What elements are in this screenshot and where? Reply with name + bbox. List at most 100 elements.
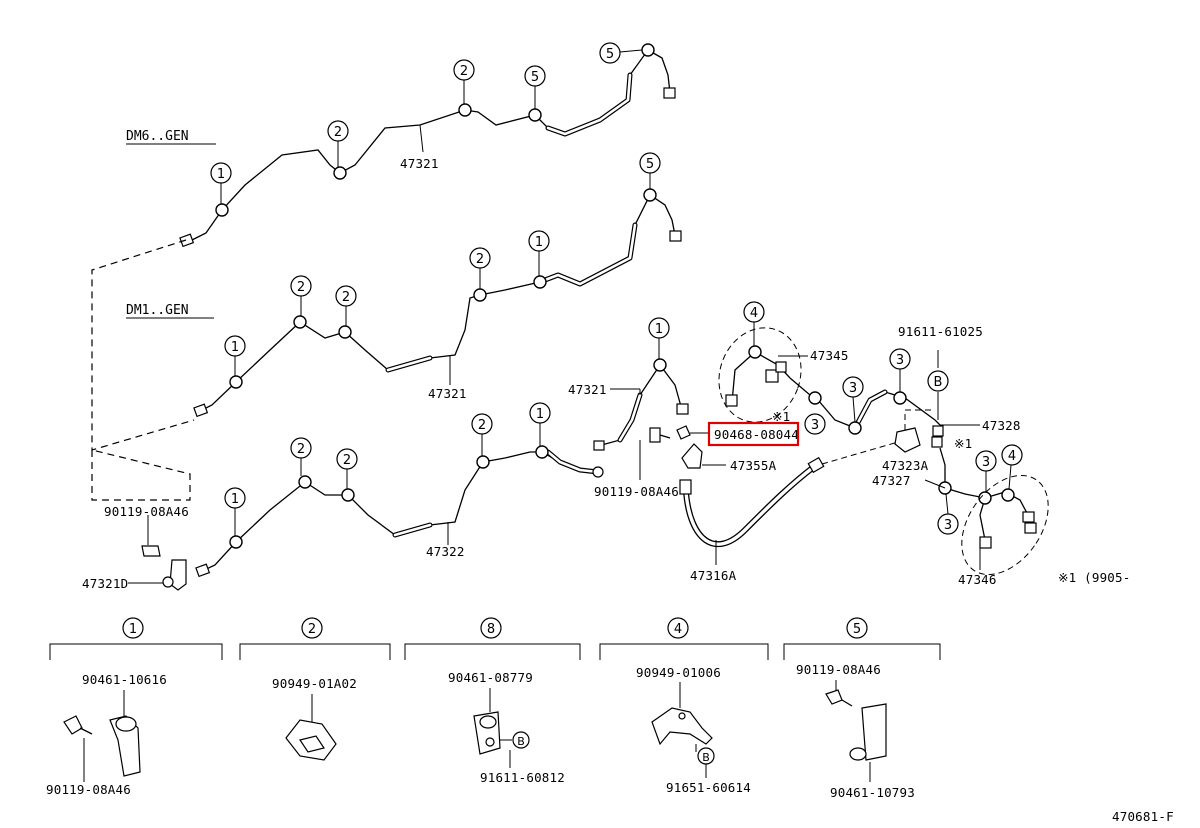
svg-text:3: 3 [944,518,952,533]
callout-badge: 1 [210,162,232,204]
line-47321-center [593,358,689,451]
label-dm6-gen: DM6..GEN [126,129,189,144]
part-number: 47345 [810,348,849,363]
svg-text:2: 2 [342,290,350,305]
note-date-range: ※1 (9905- [1058,570,1161,585]
svg-text:90461-10793: 90461-10793 [830,785,915,800]
svg-text:4: 4 [674,622,682,637]
svg-text:5: 5 [853,622,861,637]
svg-text:2: 2 [343,453,351,468]
legend-group-1: 1 90461-10616 90119-08A46 [46,617,223,797]
part-number: 47327 [872,473,911,488]
callout-badge: 2 [327,120,349,167]
callout-badge: 1 [529,402,551,446]
svg-text:1: 1 [536,407,544,422]
part-number: 47321 [400,156,439,171]
part-number: 91611-61025 [898,324,983,339]
legend-group-2: 2 90949-01A02 [239,617,391,761]
callout-badge: 5 [524,65,546,109]
label-dm1-gen: DM1..GEN [126,303,189,318]
callout-badge: 3 [937,493,959,535]
svg-text:90949-01A02: 90949-01A02 [272,676,357,691]
svg-text:91651-60614: 91651-60614 [666,780,751,795]
part-labels: DM6..GEN DM1..GEN 47321 47321 47321 4732… [82,129,1161,591]
callout-badge: 5 [639,152,661,189]
tee-47323a [894,350,944,453]
svg-text:91611-60812: 91611-60812 [480,770,565,785]
legend-group-3: 8 90461-08779 B 91611-60812 [404,617,581,785]
dm1-nodes [193,188,682,418]
svg-text:1: 1 [231,340,239,355]
bracket-47321d [128,515,187,591]
part-number: 47322 [426,544,465,559]
brake-line-dm6 [126,49,671,243]
svg-text:1: 1 [655,322,663,337]
svg-text:2: 2 [334,125,342,140]
svg-text:5: 5 [606,47,614,62]
part-number: 90119-08A46 [594,484,679,499]
callout-badge: 3 [842,376,864,423]
hose-47316a [679,456,825,565]
svg-text:3: 3 [896,353,904,368]
callout-badge: 3 [975,450,997,492]
callout-badge: 1 [224,335,246,376]
part-number-highlighted: 90468-08044 [714,427,799,442]
callout-badge: 2 [469,247,491,289]
callout-badge: 2 [453,59,475,104]
brake-line-47322 [199,449,601,573]
svg-text:1: 1 [129,622,137,637]
callout-badge: 2 [335,285,357,326]
legend-group-5: 5 90119-08A46 90461-10793 [783,617,941,800]
drawing-number: 470681-F [1112,809,1174,824]
svg-text:4: 4 [750,306,758,321]
svg-text:90461-10616: 90461-10616 [82,672,167,687]
svg-text:1: 1 [535,235,543,250]
part-number: 47328 [982,418,1021,433]
svg-text:4: 4 [1008,449,1016,464]
callout-badge: 5 [599,42,643,64]
dashed-guide-lower [91,449,191,501]
svg-text:3: 3 [982,455,990,470]
callout-badge: 1 [528,230,550,276]
svg-text:B: B [702,751,710,764]
part-number: 47316A [690,568,737,583]
note-mark: ※1 [954,436,972,451]
brake-line-dm1 [126,194,676,413]
part-number: 47346 [958,572,997,587]
part-number: 47355A [730,458,777,473]
part-number: 47323A [882,458,929,473]
svg-text:1: 1 [231,492,239,507]
svg-text:90949-01006: 90949-01006 [636,665,721,680]
callout-badge: 3 [889,348,911,392]
svg-text:2: 2 [297,442,305,457]
svg-text:2: 2 [308,622,316,637]
svg-text:B: B [934,375,943,390]
line-47345 [718,327,980,435]
svg-text:5: 5 [646,157,654,172]
bolt-90119-center [639,427,671,480]
callout-badge: 2 [290,437,312,476]
dashed-guide-right [821,439,906,465]
svg-text:1: 1 [217,167,225,182]
svg-text:5: 5 [531,70,539,85]
line-47327 [924,447,1049,576]
callout-badge: 1 [224,487,246,536]
svg-text:B: B [517,735,525,748]
callout-badge: B [927,370,949,392]
svg-text:8: 8 [487,622,495,637]
svg-text:2: 2 [297,280,305,295]
callout-badge: 4 [1001,444,1023,490]
svg-text:2: 2 [460,64,468,79]
part-number: 90119-08A46 [104,504,189,519]
svg-text:90461-08779: 90461-08779 [448,670,533,685]
dm6-nodes [179,43,676,248]
callout-badge: 2 [290,275,312,316]
part-number: 47321D [82,576,128,591]
svg-text:3: 3 [811,418,819,433]
callout-badge: 1 [648,317,670,359]
part-number: 47321 [568,382,607,397]
callouts: 1 2 2 5 5 1 2 2 2 1 5 1 2 2 2 1 1 4 3 3 … [210,42,1023,536]
highlight-box [707,421,800,447]
